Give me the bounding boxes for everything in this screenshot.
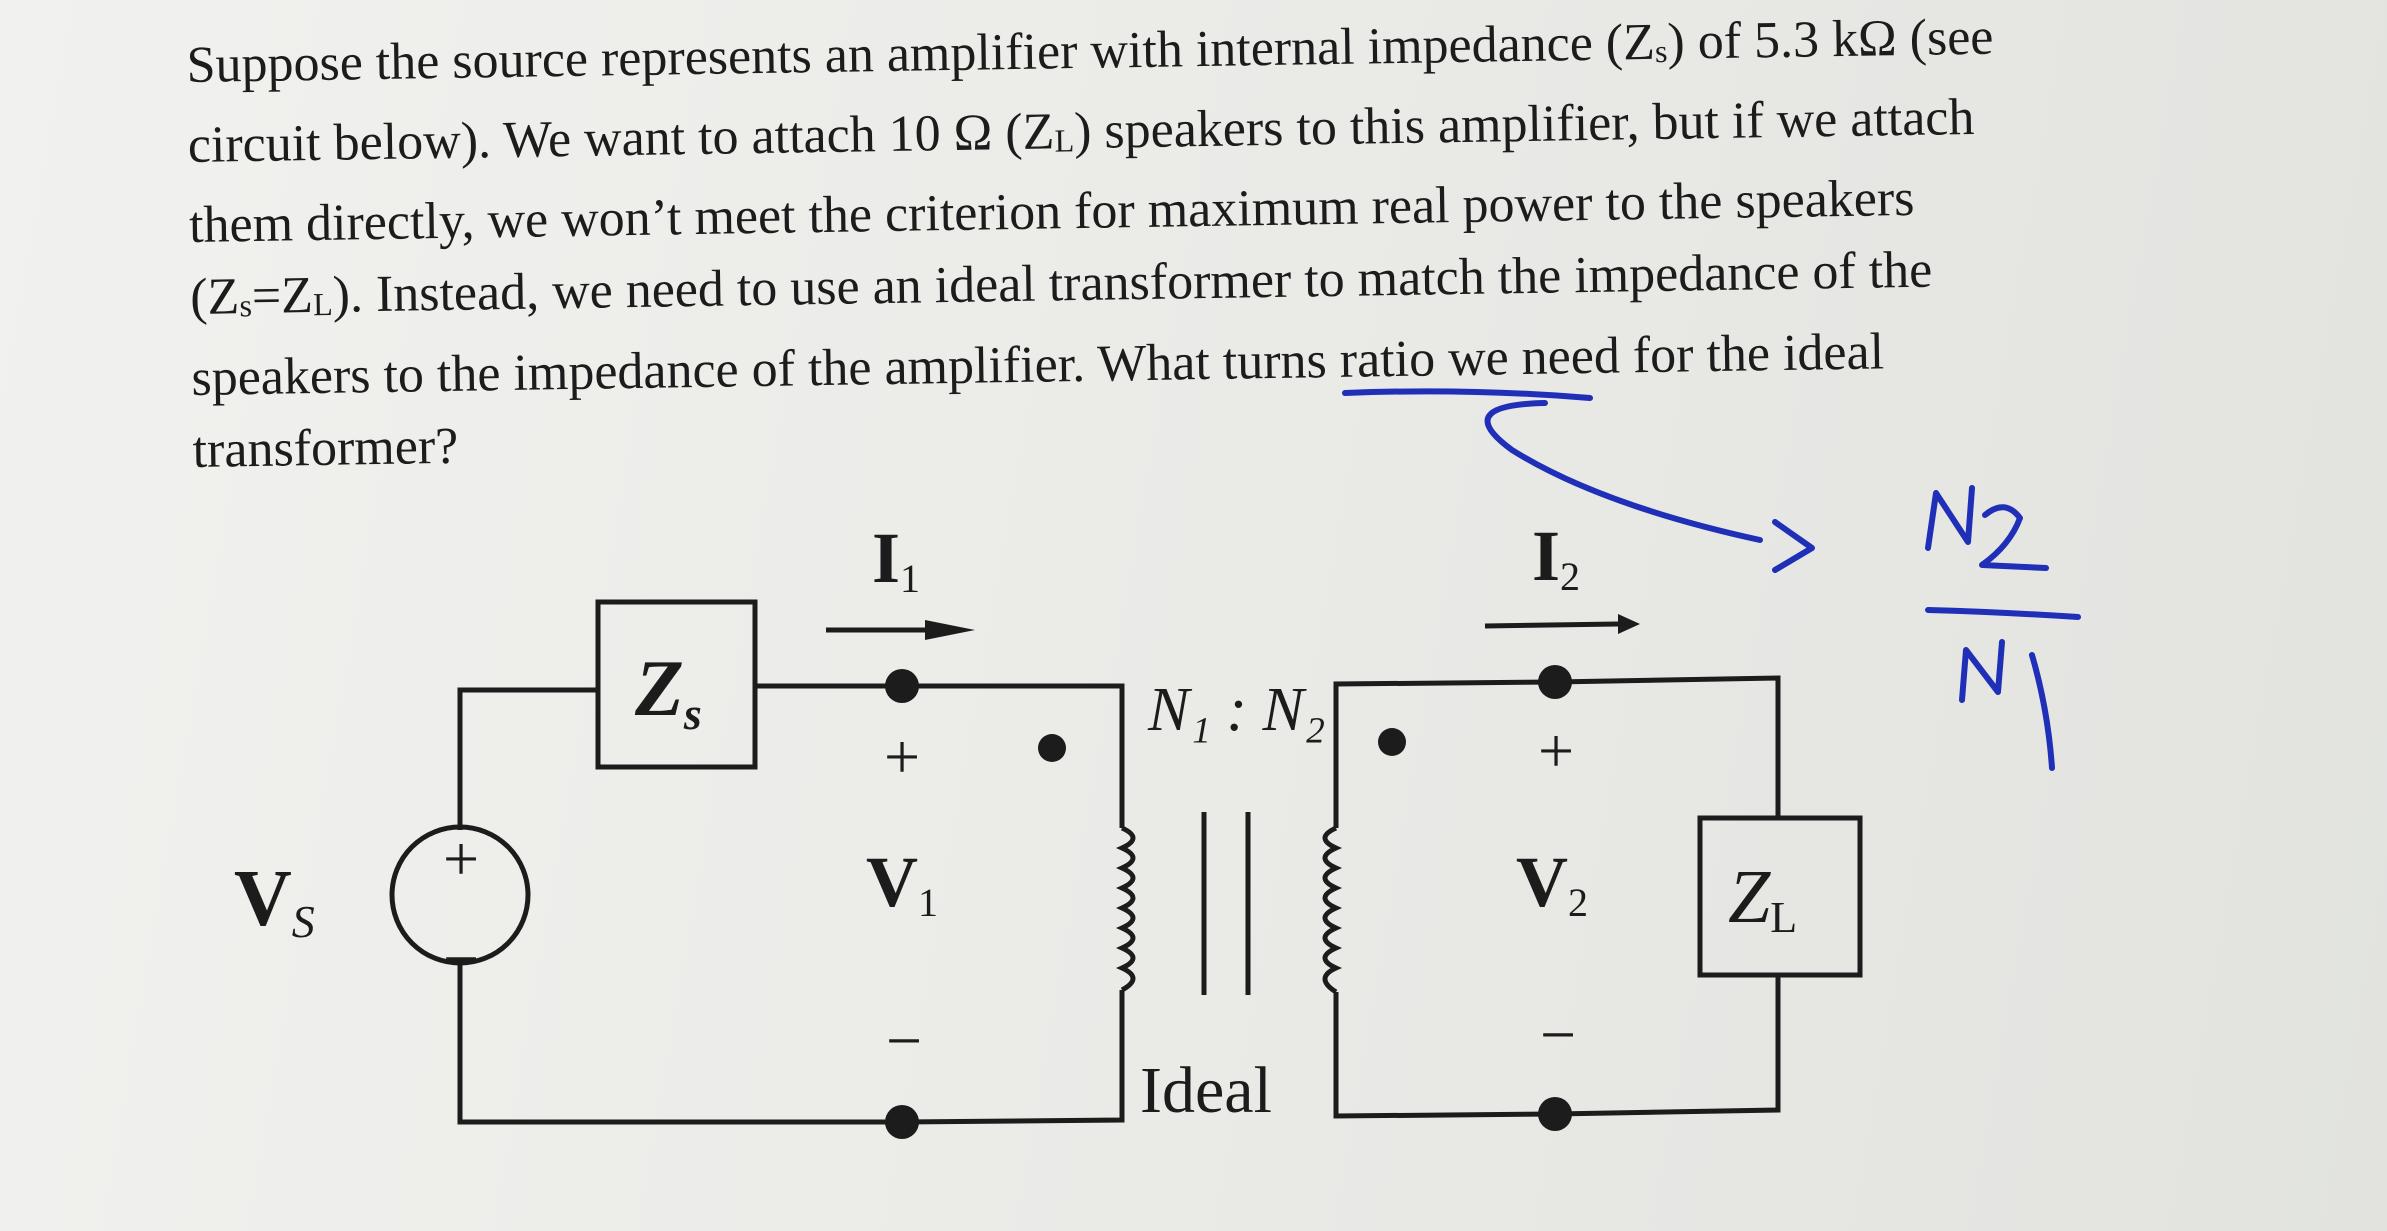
v1-plus: + <box>884 721 920 792</box>
voltage-source <box>389 824 531 966</box>
secondary-coil <box>1322 825 1343 995</box>
zl-box <box>1697 815 1863 978</box>
i2-label: I2 <box>1532 516 1580 599</box>
handwritten-annotation <box>1342 388 2081 771</box>
ink-letter-n-top <box>1925 485 1975 551</box>
polarity-dot-secondary <box>1378 728 1406 756</box>
zl-label: ZL <box>1728 855 1797 942</box>
i1-arrowhead <box>925 620 975 640</box>
zs-box <box>595 599 758 770</box>
turns-ratio-label: N₁ : N₂ <box>1147 676 1325 744</box>
terminal-node-bottom-right <box>1538 1097 1572 1131</box>
ink-digit-1-bottom <box>2029 652 2055 771</box>
wire-left-top <box>457 687 598 830</box>
terminal-node-top-right <box>1538 665 1572 699</box>
source-minus: − <box>443 923 479 994</box>
i1-label: I1 <box>872 518 920 601</box>
ink-underline <box>1342 388 1593 401</box>
ink-arrowhead <box>1772 519 1815 573</box>
v2-label: V2 <box>1516 842 1588 925</box>
v1-label: V1 <box>866 842 938 925</box>
ink-fraction-bar <box>1925 607 2081 620</box>
ink-arrow-line <box>1484 400 1763 543</box>
v1-minus: − <box>886 1005 922 1076</box>
terminal-node-top-left <box>885 669 919 703</box>
source-plus: + <box>443 823 479 894</box>
ideal-label: Ideal <box>1140 1054 1272 1127</box>
v2-plus: + <box>1538 715 1574 786</box>
ink-letter-n-bottom <box>1959 639 2005 703</box>
i2-arrowhead <box>1618 614 1640 634</box>
v2-minus: − <box>1540 999 1576 1070</box>
terminal-node-bottom-left <box>885 1105 919 1139</box>
polarity-dot-primary <box>1038 734 1066 762</box>
vs-label: VS <box>234 855 315 947</box>
wire-primary-bottom <box>901 990 1125 1125</box>
wire-primary-top <box>902 683 1125 828</box>
zs-label: Zs <box>634 645 702 739</box>
wire-left-bottom <box>457 960 902 1125</box>
primary-coil <box>1115 825 1136 993</box>
i2-arrow <box>1484 621 1619 629</box>
ink-digit-2-top <box>1979 504 2049 571</box>
